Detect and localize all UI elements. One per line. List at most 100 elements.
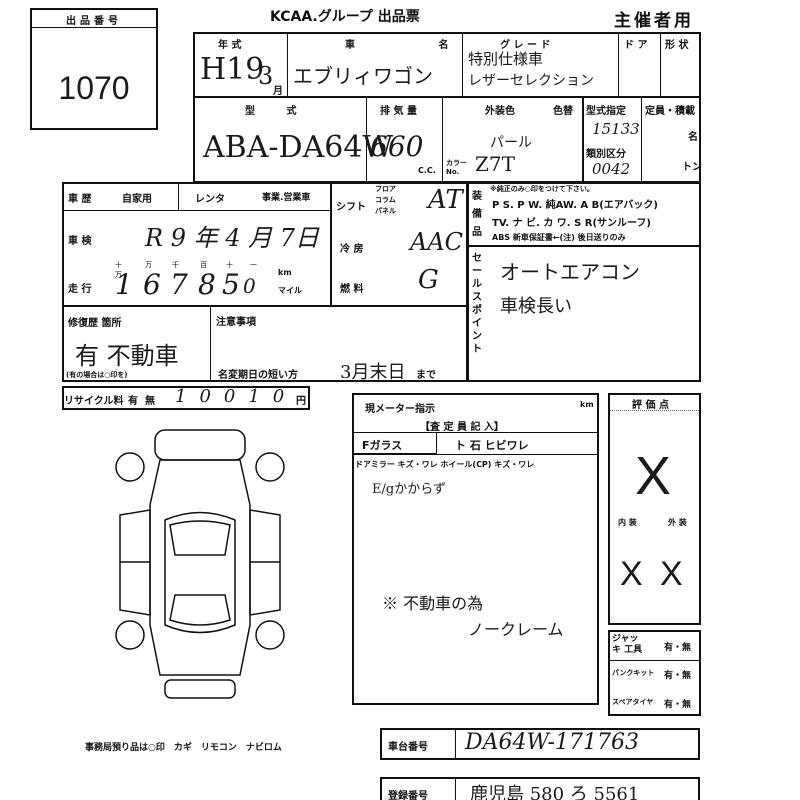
recycle-label: リサイクル料 <box>64 396 124 407</box>
shape-label: 形 状 <box>665 40 689 51</box>
inspection-label: 車 検 <box>68 236 92 247</box>
model-label: 型 式 <box>245 106 311 117</box>
rear-left-wheel-icon <box>115 620 145 650</box>
equipment-line1: P S. P W. 純AW. A B(エアバック) <box>492 200 658 211</box>
equipment-line2: TV. ナ ビ. カ ワ. S R(サンルーフ) <box>492 218 651 229</box>
type-designation-value: 15133 <box>592 120 640 138</box>
meter-unit: km <box>580 400 594 409</box>
shift-value: AT <box>428 185 463 215</box>
ac-value: AAC <box>410 228 464 256</box>
sales-point-line2: 車検長い <box>500 296 572 317</box>
recycle-value: 10010 <box>175 386 298 407</box>
chassis-label: 車台番号 <box>388 742 428 753</box>
mirror-wheel-label: ドアミラー キズ・ワレ ホイール(CP) キズ・ワレ <box>355 460 535 469</box>
recycle-yes[interactable]: 有 <box>128 396 138 407</box>
color-change-label: 色替 <box>553 106 573 117</box>
capacity-unit-tons: トン <box>682 162 702 173</box>
class-label: 類別区分 <box>586 149 626 160</box>
displacement-unit: C.C. <box>418 166 436 175</box>
sheet-title: KCAA.グループ 出品票 <box>270 9 420 25</box>
glass-value: ト 石 ヒビワレ <box>455 439 529 452</box>
lot-box: 出品番号 1070 <box>30 8 158 130</box>
spare-tire-choice[interactable]: 有・無 <box>664 700 692 710</box>
grade-label: グ レ ー ド <box>500 40 551 51</box>
shift-options: フロアコラムパネル <box>375 185 396 215</box>
registration-box <box>380 777 700 800</box>
displacement-label: 排 気 量 <box>380 106 417 117</box>
jack-choice[interactable]: 有・無 <box>664 643 692 653</box>
recycle-no[interactable]: 無 <box>145 396 155 407</box>
score-value: X <box>635 446 672 506</box>
displacement-value: 660 <box>370 130 424 163</box>
grade-line1: 特別仕様車 <box>468 50 544 68</box>
month-unit: 月 <box>273 86 283 97</box>
lot-number: 1070 <box>58 70 130 106</box>
name-label: 車 名 <box>345 40 489 51</box>
entry-label: 【査 定 員 記 入】 <box>420 422 504 433</box>
inspector-note3: ノークレーム <box>468 620 564 639</box>
shift-label: シフト <box>336 202 366 213</box>
recycle-unit: 円 <box>296 396 306 407</box>
equipment-label: 装備品 <box>472 191 482 238</box>
repair-label: 修復歴 箇所 <box>68 318 122 329</box>
exterior-value: X <box>660 555 683 593</box>
inspection-value: R 9 年 4 月 7日 <box>145 224 320 252</box>
door-label: ド ア <box>624 40 648 51</box>
office-items-label: 事務局預り品は○印 カギ リモコン ナビロム <box>85 743 282 753</box>
meter-label: 現メーター指示 <box>365 404 435 415</box>
inspector-box <box>352 393 599 705</box>
car-name: エブリィワゴン <box>293 64 433 88</box>
car-diagram <box>115 429 285 699</box>
color-no-label: カラーNo. <box>446 159 467 176</box>
grade-line2: レザーセレクション <box>468 73 594 89</box>
ac-label: 冷 房 <box>340 244 364 255</box>
capacity-label: 定員・積載 <box>645 106 695 117</box>
inspector-note1: E/gかからず <box>372 482 446 497</box>
history-rental[interactable]: レンタ <box>195 194 225 205</box>
sales-point-label: セールスポイント <box>472 253 482 355</box>
lot-label: 出品番号 <box>66 16 122 27</box>
capacity-unit-persons: 名 <box>688 132 698 143</box>
history-label: 車 歴 <box>68 194 92 205</box>
class-value: 0042 <box>592 160 631 178</box>
fuel-label: 燃 料 <box>340 284 364 295</box>
color-label: 外装色 <box>485 106 515 117</box>
fuel-value: G <box>418 265 439 295</box>
month-value: 3 <box>258 62 274 90</box>
front-right-wheel-icon <box>255 452 285 482</box>
deadline-label: 名変期日の短い方 <box>218 370 298 381</box>
color-no-value: Z7T <box>475 152 515 176</box>
jack-label: ジャッキ 工具 <box>612 634 643 655</box>
caution-label: 注意事項 <box>216 317 256 328</box>
equipment-note: ※純正のみ○印をつけて下さい。 <box>490 185 594 193</box>
inspector-note2: ※ 不動車の為 <box>382 594 484 613</box>
chassis-value: DA64W-171763 <box>465 730 639 755</box>
repair-value: 有 不動車 <box>75 342 179 370</box>
equipment-block <box>467 182 701 382</box>
type-designation-label: 型式指定 <box>586 106 626 117</box>
deadline-value: 3月末日 <box>340 362 406 383</box>
score-label: 評 価 点 <box>632 400 669 411</box>
equipment-line3: ABS 新車保証書←(注) 後日送りのみ <box>492 233 626 242</box>
mileage-unit-mile: マイル <box>278 286 302 295</box>
puncture-kit-label: パンクキット <box>612 669 655 677</box>
year-value: H19 <box>200 52 265 87</box>
history-private[interactable]: 自家用 <box>122 194 152 205</box>
registration-label: 登録番号 <box>388 791 428 800</box>
history-business[interactable]: 事業.営業車 <box>262 193 311 203</box>
chassis-box <box>380 728 700 760</box>
puncture-kit-choice[interactable]: 有・無 <box>664 671 692 681</box>
rear-right-wheel-icon <box>255 620 285 650</box>
registration-value: 鹿児島 580 ろ 5561 <box>470 784 640 800</box>
glass-label: Fガラス <box>362 439 403 452</box>
mileage-unit-km: km <box>278 268 292 277</box>
score-box <box>608 393 701 625</box>
copy-label: 主催者用 <box>614 11 694 31</box>
year-label: 年 式 <box>218 40 242 51</box>
deadline-suffix: まで <box>416 370 436 381</box>
mileage-label: 走 行 <box>68 284 92 295</box>
interior-label: 内 装 <box>618 518 637 527</box>
front-left-wheel-icon <box>115 452 145 482</box>
exterior-label: 外 装 <box>668 518 687 527</box>
